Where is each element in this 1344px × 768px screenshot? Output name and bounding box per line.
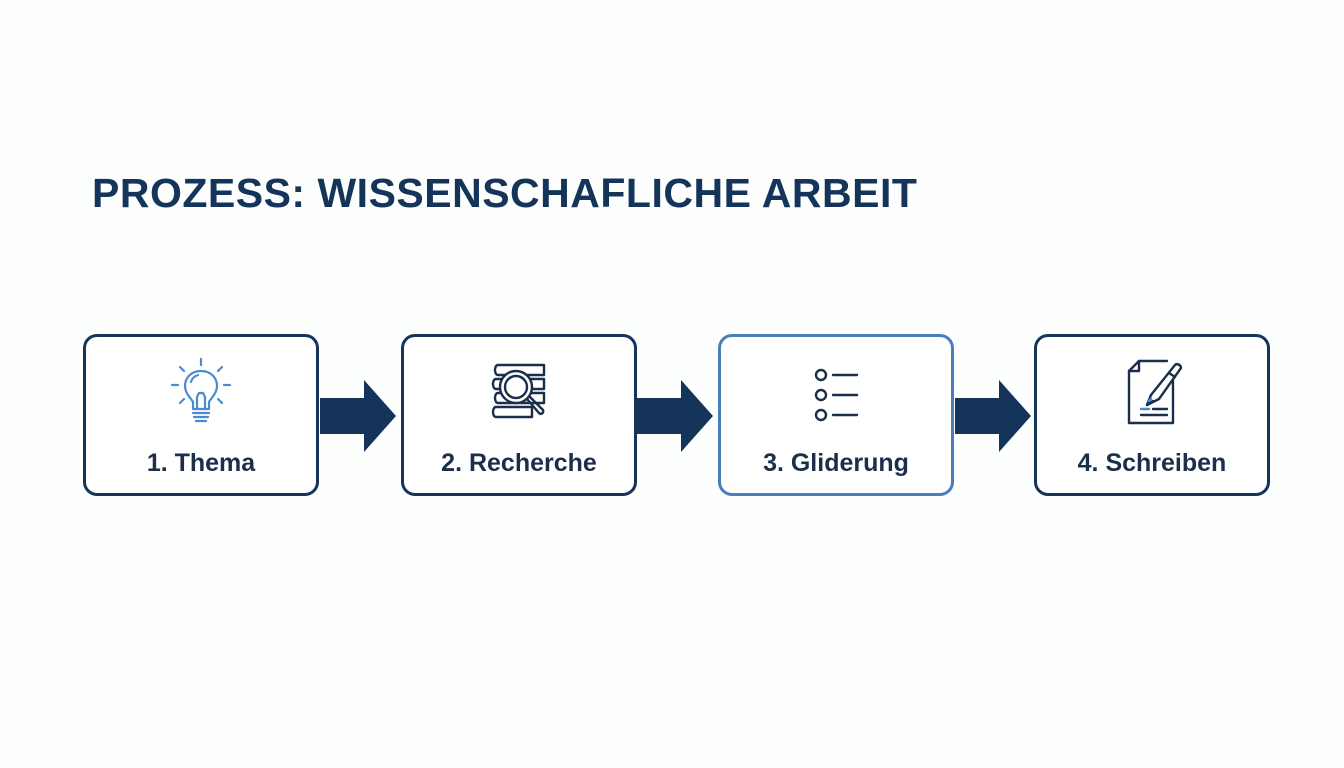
diagram-title: PROZESS: WISSENSCHAFLICHE ARBEIT bbox=[92, 170, 918, 216]
step-label: 1. Thema bbox=[146, 449, 256, 477]
arrow-right-icon bbox=[320, 380, 396, 452]
step-schreiben: 4. Schreiben bbox=[1034, 334, 1270, 496]
step-label: 3. Gliderung bbox=[763, 449, 909, 477]
document-pen-icon bbox=[1127, 359, 1183, 425]
step-label: 4. Schreiben bbox=[1077, 449, 1227, 477]
books-magnifier-icon bbox=[491, 363, 546, 419]
step-gliederung: 3. Gliderung bbox=[718, 334, 954, 496]
step-label: 2. Recherche bbox=[441, 449, 597, 477]
step-thema: 1. Thema bbox=[83, 334, 319, 496]
step-recherche: 2. Recherche bbox=[401, 334, 637, 496]
list-icon bbox=[814, 368, 859, 422]
lightbulb-icon bbox=[170, 357, 232, 423]
arrow-right-icon bbox=[955, 380, 1031, 452]
arrow-right-icon bbox=[637, 380, 713, 452]
